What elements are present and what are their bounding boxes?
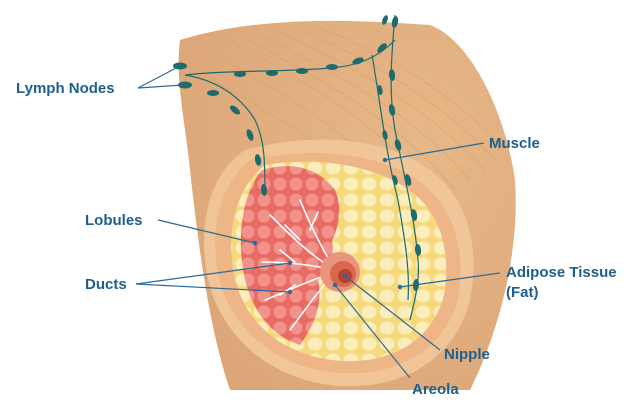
dot-ducts-1 (288, 261, 292, 265)
dot-nipple (343, 274, 347, 278)
dot-adipose (398, 285, 402, 289)
label-muscle: Muscle (489, 135, 540, 152)
dot-muscle (383, 158, 387, 162)
label-fat: (Fat) (506, 284, 539, 301)
dot-lobules (253, 241, 257, 245)
label-lobules: Lobules (85, 212, 143, 229)
label-lymph-nodes: Lymph Nodes (16, 80, 115, 97)
leader-lymph-1 (138, 67, 178, 88)
leader-lymph-2 (138, 85, 183, 88)
label-ducts: Ducts (85, 276, 127, 293)
label-nipple: Nipple (444, 346, 490, 363)
dot-ducts-2 (288, 290, 292, 294)
label-adipose-tissue: Adipose Tissue (506, 264, 617, 281)
label-areola: Areola (412, 381, 459, 398)
dot-areola (333, 283, 337, 287)
